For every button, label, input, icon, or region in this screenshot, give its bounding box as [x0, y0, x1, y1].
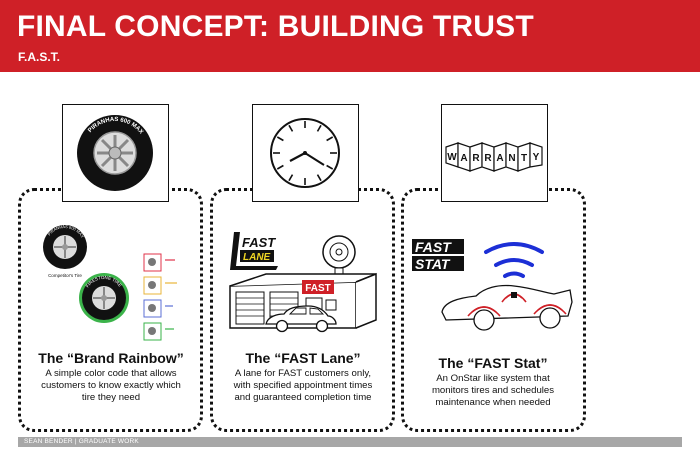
page-subtitle: F.A.S.T.: [18, 50, 61, 64]
footer-credit: SEAN BENDER | GRADUATE WORK: [24, 438, 139, 445]
svg-text:N: N: [508, 153, 515, 164]
svg-text:W: W: [447, 152, 457, 163]
clock-icon: [270, 118, 340, 188]
building-sign: FAST: [305, 283, 331, 294]
svg-text:STAT: STAT: [415, 256, 451, 272]
svg-text:T: T: [521, 153, 527, 164]
tire-icon: PIRANHAS 600 MAX: [77, 115, 153, 191]
clock-icon-box: [252, 104, 359, 202]
fast-lane-description: A lane for FAST customers only, with spe…: [233, 368, 373, 403]
svg-text:R: R: [484, 153, 492, 164]
fast-stat-title: The “FAST Stat”: [438, 355, 548, 371]
warranty-icon-box: W A R R A N T Y: [441, 104, 548, 202]
page-title: FINAL CONCEPT: BUILDING TRUST: [17, 10, 534, 43]
svg-text:Y: Y: [533, 152, 540, 163]
competitor-tire-image: PIRANHAS 600 MAX Competitor's Tire: [43, 224, 87, 278]
svg-text:A: A: [460, 153, 467, 164]
warranty-banner-icon: W A R R A N T Y: [445, 142, 543, 172]
fast-stat-illustration: FAST STAT: [412, 239, 573, 331]
tire-icon-box: PIRANHAS 600 MAX: [62, 104, 169, 202]
fast-stat-description: An OnStar like system that monitors tire…: [431, 373, 555, 408]
competitor-tire-caption: Competitor's Tire: [48, 273, 82, 278]
svg-text:FAST: FAST: [242, 235, 276, 250]
color-code-legend: [143, 253, 177, 341]
fast-lane-logo: FAST LANE: [230, 232, 278, 270]
brand-rainbow-description: A simple color code that allows customer…: [41, 368, 181, 403]
signal-waves-icon: [484, 242, 544, 278]
svg-text:A: A: [496, 153, 503, 164]
header-banner: FINAL CONCEPT: BUILDING TRUST F.A.S.T.: [0, 0, 700, 72]
svg-text:LANE: LANE: [243, 252, 271, 263]
svg-text:FAST: FAST: [415, 239, 452, 255]
firestone-tire-image: FIRESTONE TIRE: [79, 273, 129, 323]
svg-text:R: R: [472, 153, 480, 164]
fast-stat-logo: FAST STAT: [412, 239, 464, 272]
footer-bar: SEAN BENDER | GRADUATE WORK: [18, 437, 682, 447]
fast-lane-illustration: FAST LANE FAST: [229, 232, 377, 333]
fast-lane-title: The “FAST Lane”: [245, 350, 361, 366]
brand-rainbow-title: The “Brand Rainbow”: [38, 350, 184, 366]
